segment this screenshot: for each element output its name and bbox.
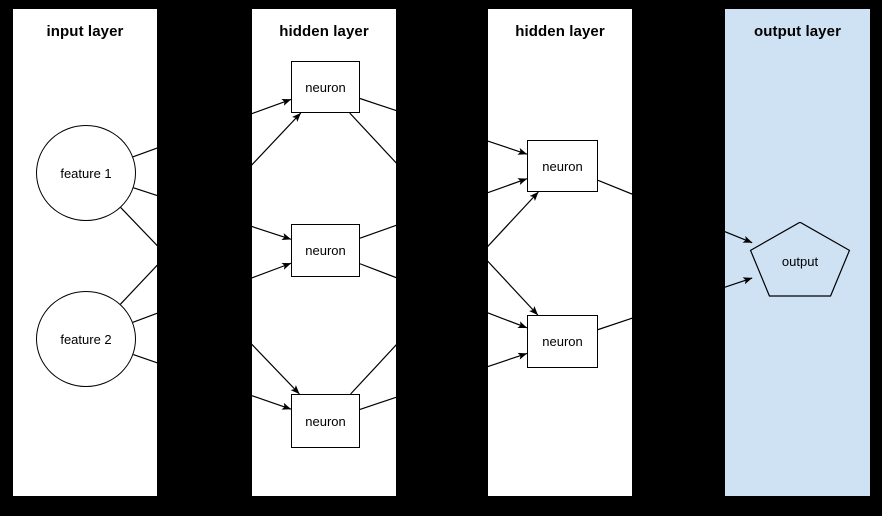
layer-title-input-layer: input layer — [46, 23, 124, 40]
pentagon-shape-icon — [749, 222, 851, 297]
node-label-h1-neuron-1: neuron — [305, 79, 346, 95]
node-label-h2-neuron-2: neuron — [542, 334, 583, 349]
node-h2-neuron-2[interactable]: neuron — [527, 315, 598, 368]
layer-panel-hidden-layer-2: hidden layer — [488, 9, 632, 496]
node-h1-neuron-3[interactable]: neuron — [291, 394, 360, 448]
layer-title-hidden-layer-2: hidden layer — [515, 23, 605, 40]
node-feature-1[interactable]: feature 1 — [36, 125, 136, 221]
node-label-output-node: output — [781, 254, 819, 269]
node-h1-neuron-2[interactable]: neuron — [291, 224, 360, 277]
node-feature-2[interactable]: feature 2 — [36, 291, 136, 387]
node-h1-neuron-1[interactable]: neuron — [291, 61, 360, 113]
node-label-feature-2: feature 2 — [60, 331, 112, 347]
node-label-h2-neuron-1: neuron — [542, 158, 583, 174]
layer-title-output-layer: output layer — [753, 23, 842, 40]
node-h2-neuron-1[interactable]: neuron — [527, 140, 598, 192]
node-label-feature-1: feature 1 — [60, 165, 112, 181]
node-label-h1-neuron-2: neuron — [305, 243, 346, 258]
layer-panel-input-layer: input layer — [13, 9, 157, 496]
node-label-h1-neuron-3: neuron — [305, 413, 346, 429]
layer-title-hidden-layer-1: hidden layer — [279, 23, 369, 40]
node-output-node[interactable]: output — [748, 222, 852, 302]
